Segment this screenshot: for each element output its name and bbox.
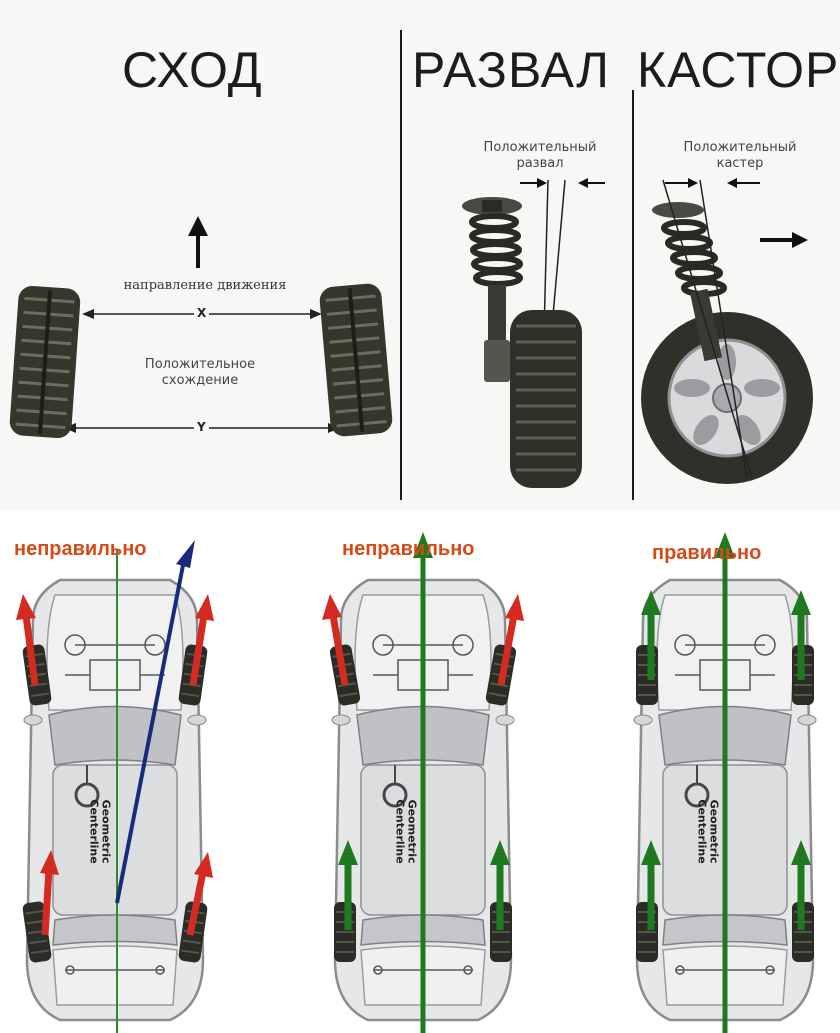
car-3-caption: Geometric Centerline bbox=[696, 777, 721, 887]
divider-right bbox=[632, 90, 634, 500]
bottom-panel: неправильно неправильно правильно Geomet… bbox=[0, 510, 840, 1033]
car-2-arrows bbox=[322, 532, 524, 1033]
car-1-caption: Geometric Centerline bbox=[88, 777, 113, 887]
car-1-verdict: неправильно bbox=[14, 538, 147, 560]
top-panel: СХОД РАЗВАЛ КАСТОР направление движения … bbox=[0, 0, 840, 510]
caster-strut-assembly bbox=[641, 178, 813, 484]
car-2-caption: Geometric Centerline bbox=[394, 777, 419, 887]
camber-title: РАЗВАЛ bbox=[412, 42, 610, 98]
y-label: Y bbox=[194, 420, 209, 434]
positive-caster-line2: кастер bbox=[716, 156, 764, 172]
direction-arrow bbox=[188, 216, 208, 268]
positive-camber-line1: Положительный bbox=[483, 140, 597, 155]
car-1-caption-line2: Centerline bbox=[88, 799, 101, 864]
positive-caster-label: Положительный кастер bbox=[655, 140, 825, 173]
car-3-caption-line2: Centerline bbox=[696, 799, 709, 864]
car-3-caption-line1: Geometric bbox=[707, 799, 721, 864]
car-1-caption-line1: Geometric bbox=[99, 799, 113, 864]
caster-title: КАСТОР bbox=[637, 42, 840, 98]
car-1-arrows bbox=[16, 540, 214, 1033]
cars-illustration bbox=[16, 532, 818, 1033]
car-1 bbox=[20, 578, 210, 1022]
positive-caster-line1: Положительный bbox=[683, 140, 797, 155]
car-3-verdict: правильно bbox=[652, 542, 762, 564]
positive-toe-line1: Положительное bbox=[144, 357, 256, 372]
toe-left-tire bbox=[9, 285, 81, 439]
positive-toe-label: Положительное схождение bbox=[120, 357, 280, 390]
positive-toe-line2: схождение bbox=[161, 373, 239, 389]
divider-left bbox=[400, 30, 402, 500]
camber-strut-assembly bbox=[462, 178, 605, 488]
positive-camber-line2: развал bbox=[516, 156, 564, 172]
toe-title: СХОД bbox=[122, 42, 263, 98]
direction-label: направление движения bbox=[123, 278, 287, 293]
positive-camber-label: Положительный развал bbox=[455, 140, 625, 173]
car-2-verdict: неправильно bbox=[342, 538, 475, 560]
car-2-caption-line1: Geometric bbox=[405, 799, 419, 864]
car-3-arrows bbox=[641, 532, 811, 1033]
car-2-caption-line2: Centerline bbox=[394, 799, 407, 864]
toe-right-tire bbox=[319, 283, 393, 437]
x-label: X bbox=[194, 306, 210, 320]
